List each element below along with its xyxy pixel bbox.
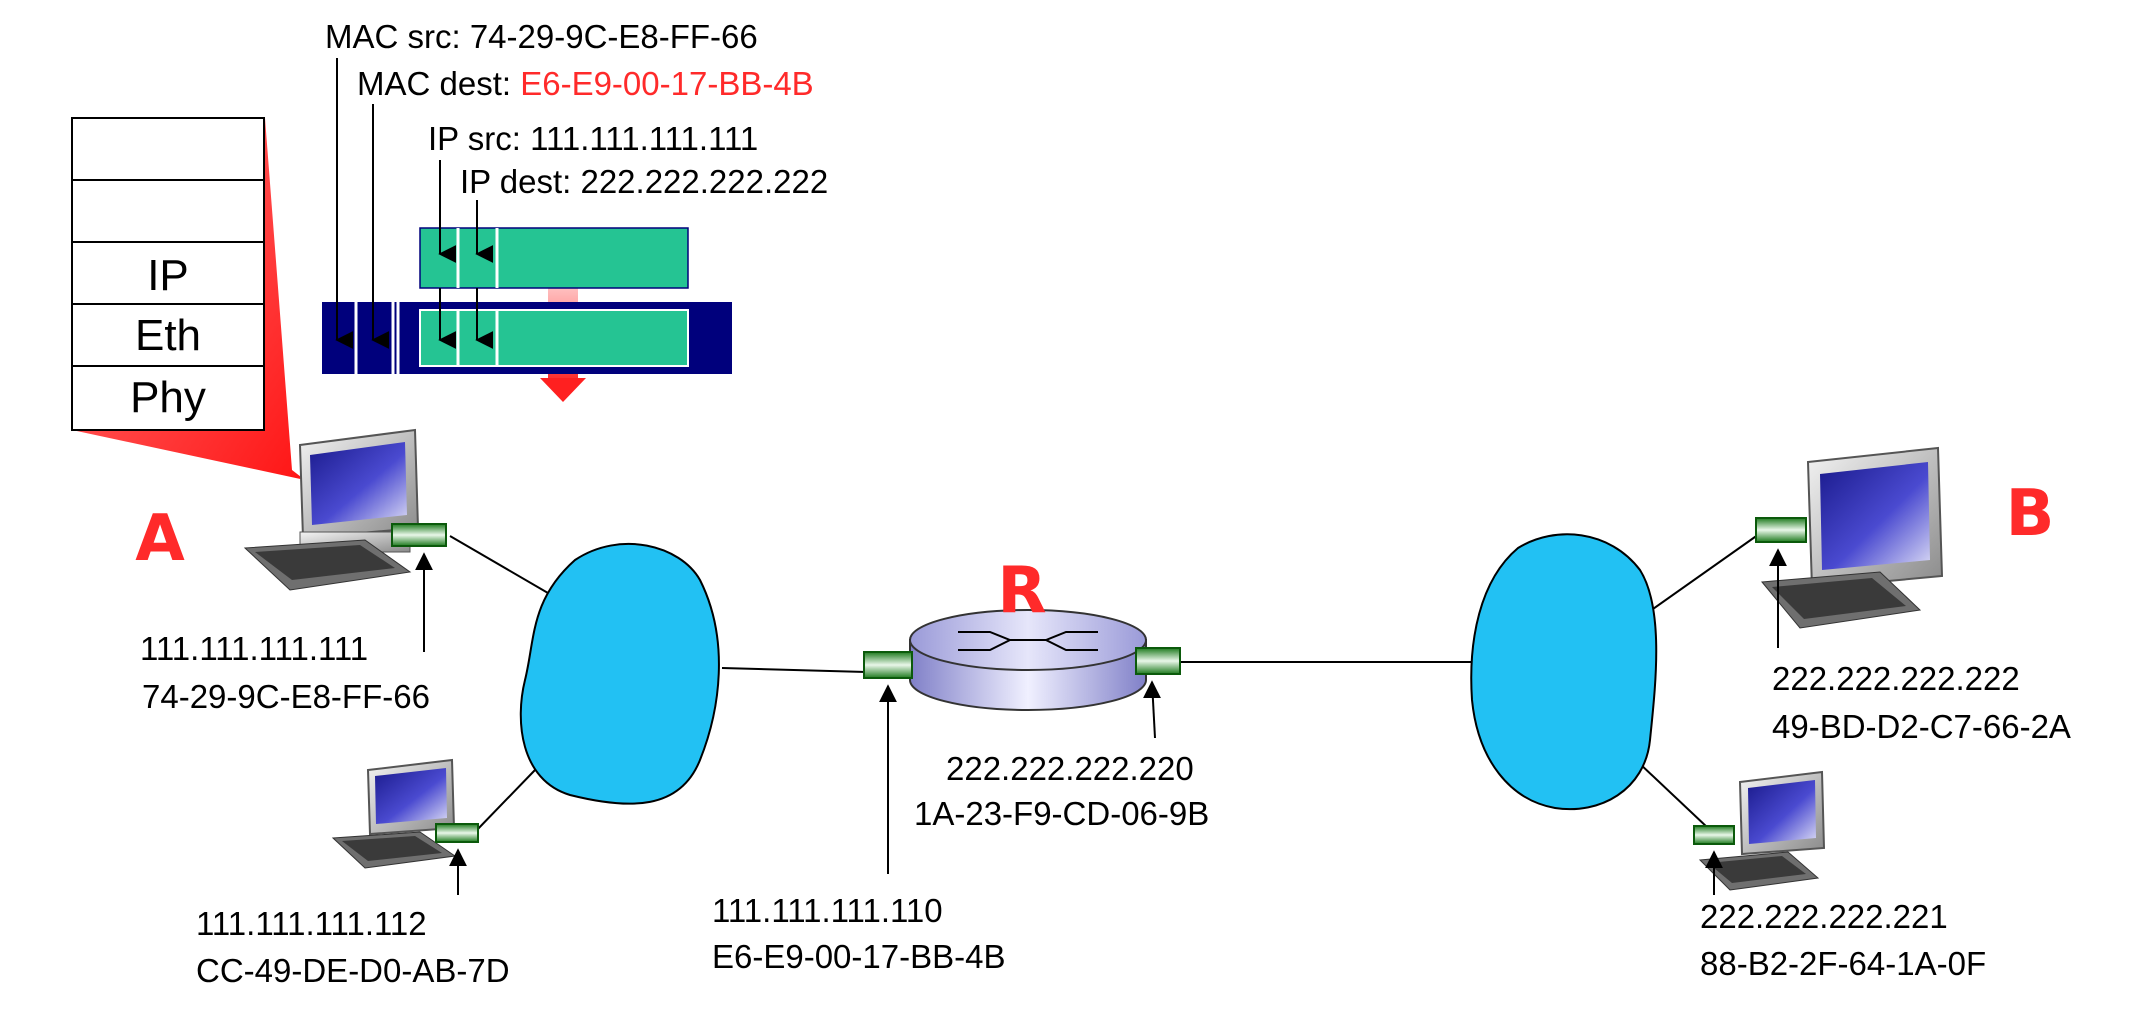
stack-layer-phy: Phy	[130, 373, 206, 422]
stack-layer-ip: IP	[147, 251, 189, 300]
mac-dest-value: E6-E9-00-17-BB-4B	[520, 65, 813, 102]
field-pointers	[335, 58, 494, 349]
router-right-ip: 222.222.222.220	[946, 750, 1194, 787]
host-b2-adapter	[1693, 825, 1735, 845]
host-a-mac: 74-29-9C-E8-FF-66	[142, 678, 430, 715]
host-a2-adapter	[435, 823, 479, 843]
left-subnet-cloud	[519, 542, 720, 805]
node-r-label: R	[997, 554, 1046, 628]
ip-src-label: IP src:	[428, 120, 530, 157]
host-b-ip: 222.222.222.222	[1772, 660, 2020, 697]
router-left-mac: E6-E9-00-17-BB-4B	[712, 938, 1005, 975]
host-b2-mac: 88-B2-2F-64-1A-0F	[1700, 945, 1986, 982]
node-b-label: B	[2006, 477, 2055, 551]
right-subnet-cloud	[1470, 533, 1658, 811]
host-b-computer	[1761, 446, 1944, 629]
links	[449, 531, 1763, 833]
ip-dest-value: 222.222.222.222	[580, 163, 828, 200]
router-right-mac: 1A-23-F9-CD-06-9B	[914, 795, 1209, 832]
ip-dest-text: IP dest: 222.222.222.222	[460, 163, 828, 200]
host-a-ip: 111.111.111.111	[140, 630, 368, 667]
host-b-adapter	[1755, 517, 1807, 543]
mac-src-label: MAC src:	[325, 18, 470, 55]
host-a2-computer	[331, 758, 457, 869]
protocol-stack: IP Eth Phy	[71, 117, 265, 431]
router-left-adapter	[863, 651, 913, 679]
router-right-pointer	[1143, 680, 1161, 739]
host-b2-ip: 222.222.222.221	[1700, 898, 1948, 935]
ip-src-value: 111.111.111.111	[530, 120, 758, 157]
mac-dest-text: MAC dest: E6-E9-00-17-BB-4B	[357, 65, 814, 102]
mac-src-value: 74-29-9C-E8-FF-66	[470, 18, 758, 55]
ip-src-text: IP src: 111.111.111.111	[428, 120, 758, 157]
host-a-adapter	[391, 523, 447, 547]
router-left-ip: 111.111.111.110	[712, 892, 943, 929]
host-b2-computer	[1698, 770, 1826, 891]
mac-dest-label: MAC dest:	[357, 65, 520, 102]
router-right-adapter	[1135, 647, 1181, 675]
ethernet-frame	[322, 302, 732, 374]
stack-layer-eth: Eth	[135, 311, 201, 360]
router-r	[909, 609, 1147, 711]
ip-datagram	[419, 227, 689, 289]
mac-src-text: MAC src: 74-29-9C-E8-FF-66	[325, 18, 758, 55]
host-a2-mac: CC-49-DE-D0-AB-7D	[196, 952, 510, 989]
node-a-label: A	[135, 502, 185, 576]
host-b-mac: 49-BD-D2-C7-66-2A	[1772, 708, 2071, 745]
host-a2-ip: 111.111.111.112	[196, 905, 427, 942]
ip-dest-label: IP dest:	[460, 163, 580, 200]
